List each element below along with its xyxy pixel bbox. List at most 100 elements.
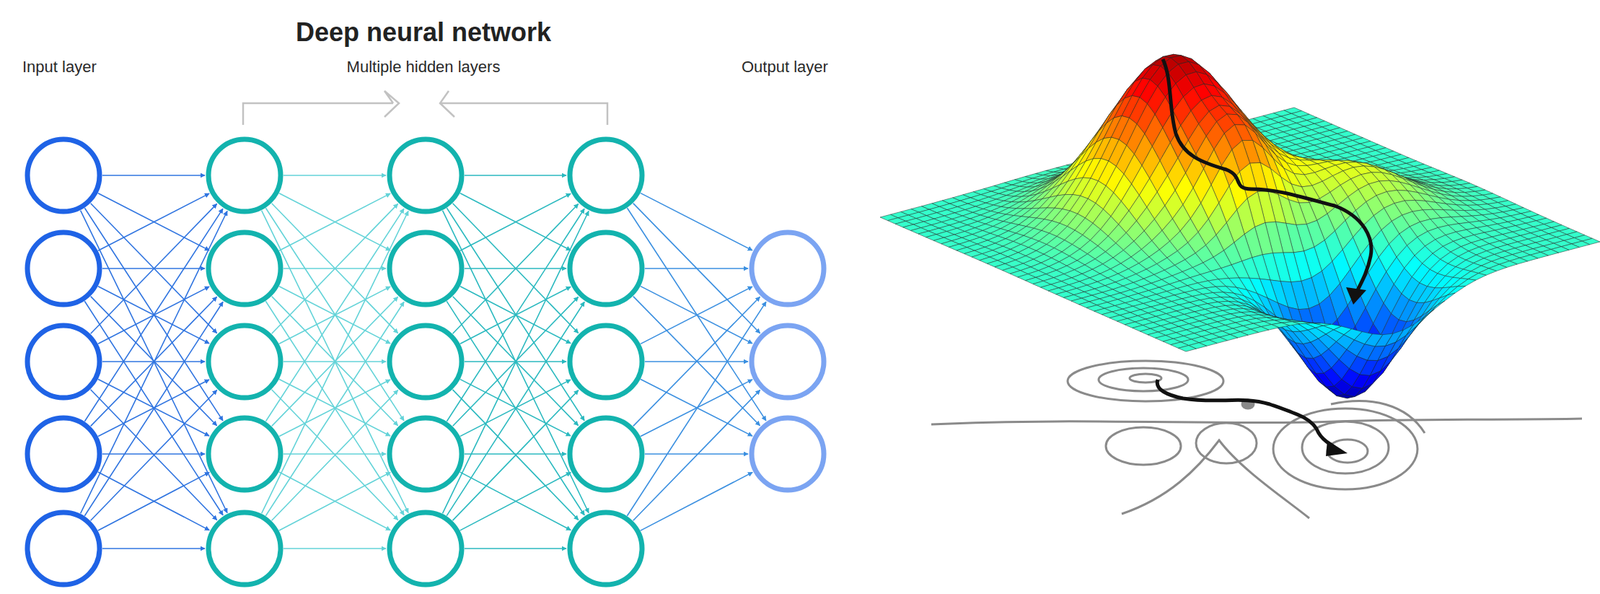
connection-line	[640, 286, 753, 344]
neuron-circle	[389, 417, 462, 490]
neuron-circle	[569, 512, 643, 585]
connection-line	[102, 547, 205, 549]
connection-line	[446, 208, 585, 422]
layer-bracket	[243, 90, 608, 125]
connection-line	[640, 471, 753, 531]
layer-label: Input layer	[22, 57, 97, 77]
neuron-circle	[27, 232, 100, 305]
descent-path-projection	[1157, 379, 1335, 448]
connection-line	[261, 211, 409, 514]
connection-line	[102, 453, 205, 455]
connection-line	[627, 207, 767, 421]
connection-line	[98, 379, 210, 437]
neuron-circle	[389, 325, 462, 398]
neuron-circle	[389, 232, 462, 305]
descent-arrowhead	[1346, 287, 1367, 305]
neuron-circle	[208, 325, 281, 398]
connection-line	[644, 453, 749, 455]
contour-lines	[931, 360, 1582, 518]
connection-line	[279, 379, 391, 437]
neuron-circle	[389, 139, 462, 212]
connection-line	[626, 301, 767, 516]
connection-line	[98, 193, 210, 251]
neuron-circle	[27, 325, 100, 398]
connection-lines	[80, 175, 767, 549]
connection-line	[84, 301, 223, 516]
surface-cell	[1436, 292, 1456, 306]
connection-line	[644, 267, 749, 270]
neuron-circle	[569, 139, 643, 212]
connection-line	[640, 193, 753, 251]
neuron-circle	[751, 232, 824, 305]
connection-line	[283, 547, 386, 549]
connection-line	[464, 174, 567, 177]
contour-line	[1330, 401, 1425, 433]
connection-line	[442, 211, 590, 514]
connection-line	[265, 207, 404, 421]
contour-line	[1273, 408, 1418, 490]
connection-line	[102, 174, 205, 177]
connection-line	[446, 207, 585, 421]
connection-line	[460, 471, 572, 530]
connection-line	[460, 193, 571, 251]
neuron-circle	[569, 417, 643, 490]
connection-line	[640, 379, 753, 437]
connection-line	[283, 174, 386, 177]
neuron-circle	[569, 325, 643, 398]
connection-line	[279, 471, 391, 531]
connection-line	[265, 301, 404, 516]
connection-line	[460, 193, 571, 251]
connection-line	[84, 208, 223, 422]
contour-line	[1098, 367, 1189, 391]
connection-line	[460, 379, 571, 436]
connection-line	[460, 472, 572, 531]
connection-line	[633, 296, 761, 426]
contour-line	[931, 418, 1582, 425]
connection-line	[446, 300, 585, 515]
connection-line	[98, 193, 210, 251]
surface-cell	[1405, 317, 1424, 336]
neuron-circle	[27, 512, 100, 585]
connection-line	[446, 301, 585, 516]
layer-label: Output layer	[741, 57, 829, 77]
contour-line	[1105, 427, 1181, 465]
surface-cell	[1416, 308, 1435, 327]
connection-line	[279, 193, 391, 251]
connection-line	[442, 210, 590, 513]
contour-line	[1121, 440, 1310, 518]
diagram-title: Deep neural network	[295, 17, 552, 48]
neuron-circle	[751, 417, 824, 490]
connection-line	[84, 300, 223, 516]
contour-line	[1067, 360, 1224, 402]
descent-arrowhead	[1325, 440, 1348, 456]
connection-line	[265, 208, 404, 422]
neuron-circle	[569, 232, 643, 305]
neuron-circle	[208, 417, 281, 490]
connection-line	[279, 471, 391, 531]
neuron-circle	[208, 232, 281, 305]
connection-line	[261, 210, 409, 513]
neuron-circle	[27, 139, 100, 212]
connection-line	[98, 471, 210, 531]
connection-line	[283, 453, 386, 455]
connection-line	[80, 210, 228, 513]
neuron-circle	[389, 512, 462, 585]
neuron-circles	[27, 139, 824, 585]
neuron-circle	[208, 512, 281, 585]
surface-mesh	[880, 54, 1600, 398]
layer-label: Multiple hidden layers	[346, 57, 501, 77]
neuron-circle	[27, 417, 100, 490]
surface-cell	[1457, 279, 1476, 287]
connection-line	[640, 286, 753, 344]
neuron-circle	[751, 325, 824, 398]
connection-line	[98, 471, 210, 531]
connection-line	[84, 207, 223, 421]
contour-line	[1196, 422, 1257, 464]
descent-path	[1162, 59, 1372, 296]
surface-cell	[1447, 285, 1466, 296]
connection-line	[80, 211, 228, 514]
connection-line	[464, 453, 567, 455]
connection-line	[464, 547, 567, 549]
surface-cell	[1177, 345, 1197, 352]
